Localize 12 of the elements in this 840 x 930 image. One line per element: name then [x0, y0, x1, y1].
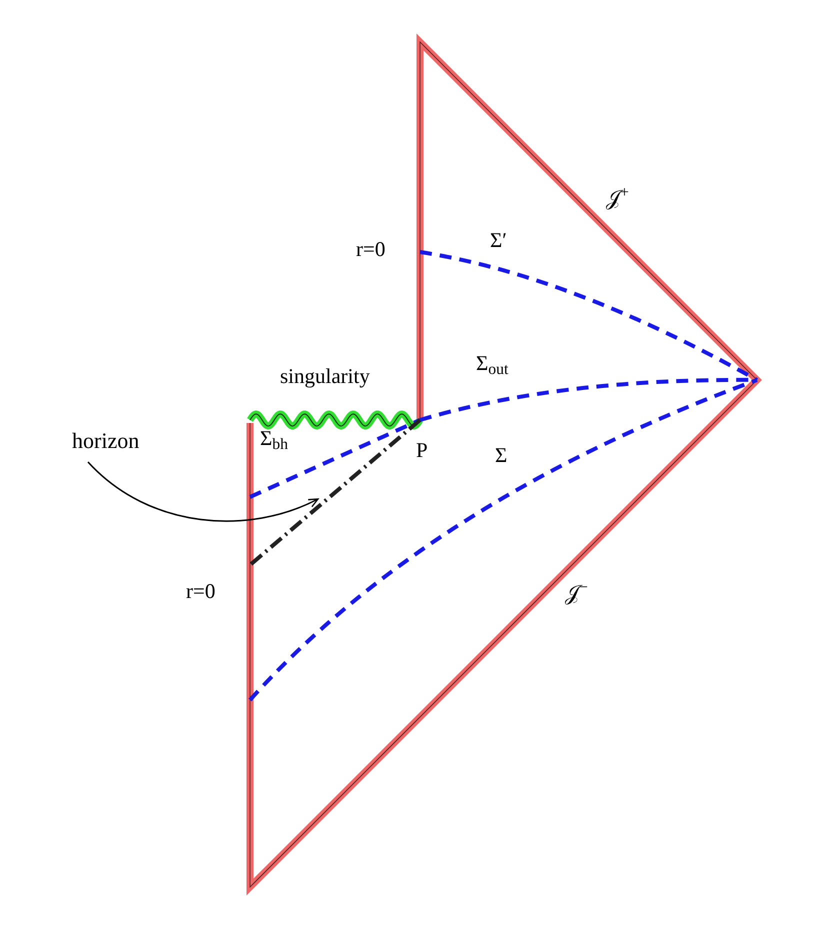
diagram-label: Σ′	[490, 230, 507, 251]
leader-arrow	[87, 461, 319, 522]
diagram-label: P	[416, 440, 428, 461]
diagram-label: 𝒥$^{+}$	[606, 188, 629, 209]
diagram-label: r=0	[186, 581, 216, 602]
diagram-label: 𝒥$^{−}$	[565, 583, 588, 604]
diagram-label: Σ	[495, 445, 508, 466]
diagram-label: singularity	[280, 366, 370, 387]
horizon-label: horizon	[72, 430, 140, 452]
diagram-label: r=0	[356, 239, 386, 260]
diagram-label: Σ$_{out}$	[476, 353, 508, 374]
diagram-label: Σ$_{bh}$	[260, 428, 288, 449]
